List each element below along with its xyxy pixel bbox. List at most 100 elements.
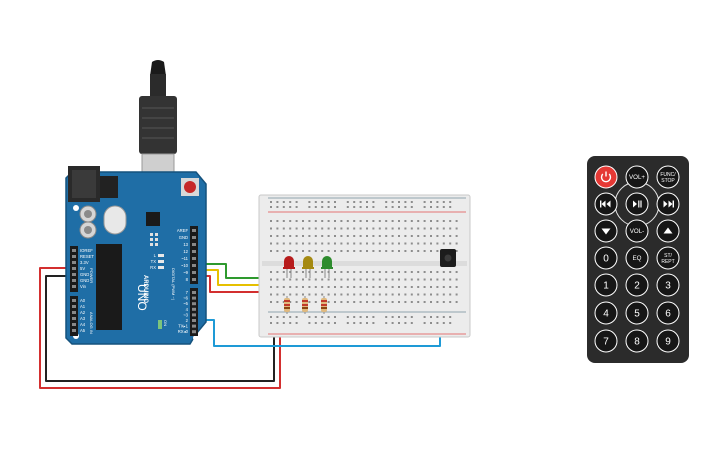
digital-pin[interactable]: [192, 319, 196, 322]
digital-pin-header[interactable]: [190, 226, 198, 336]
pin-label: AREF: [177, 228, 189, 233]
analog-pin[interactable]: [72, 305, 76, 308]
power-pin[interactable]: [72, 279, 76, 282]
remote-button-label: 9: [665, 337, 671, 348]
remote-button-func-stop[interactable]: FUNC/STOP: [656, 165, 680, 189]
digital-pin[interactable]: [192, 243, 196, 246]
green-led[interactable]: [321, 256, 333, 278]
remote-button-one[interactable]: 1: [594, 273, 618, 297]
red-led[interactable]: [283, 256, 295, 278]
digital-pin[interactable]: [192, 264, 196, 267]
pin-label: IOREF: [80, 248, 93, 253]
power-pin[interactable]: [72, 249, 76, 252]
ir-receiver-lens: [444, 254, 452, 262]
remote-button-down[interactable]: [594, 219, 618, 243]
digital-title: DIGITAL (PWM ~): [171, 268, 176, 301]
remote-button-st-rept[interactable]: ST/REPT: [656, 246, 680, 270]
pin-label: ~3: [183, 312, 188, 317]
pin-label: A4: [80, 322, 86, 327]
digital-pin[interactable]: [192, 257, 196, 260]
digital-pin[interactable]: [192, 313, 196, 317]
uno-label: UNO: [135, 284, 149, 311]
digital-pin[interactable]: [192, 307, 196, 311]
remote-button-label: REPT: [661, 259, 674, 265]
remote-button-eight[interactable]: 8: [625, 329, 649, 353]
remote-button-label: 3: [665, 281, 671, 292]
remote-button-four[interactable]: 4: [594, 301, 618, 325]
digital-pin[interactable]: [192, 291, 196, 294]
remote-button-five[interactable]: 5: [625, 301, 649, 325]
digital-pin[interactable]: [192, 250, 196, 253]
breadboard[interactable]: [258, 194, 471, 338]
remote-button-vol-down[interactable]: VOL-: [625, 219, 649, 243]
digital-pin[interactable]: [192, 324, 196, 328]
digital-pin[interactable]: [192, 278, 196, 281]
digital-pin[interactable]: [192, 229, 196, 232]
wires: [39, 263, 457, 389]
remote-button-three[interactable]: 3: [656, 273, 680, 297]
remote-button-play-pause[interactable]: [625, 192, 649, 216]
resistor-3[interactable]: [321, 296, 327, 314]
pin-label: RX: [150, 265, 156, 270]
digital-pin[interactable]: [192, 236, 196, 239]
analog-pin[interactable]: [72, 311, 76, 314]
digital-pin[interactable]: [192, 271, 196, 274]
analog-pin[interactable]: [72, 329, 76, 332]
led-rx: [158, 266, 164, 269]
remote-button-seven[interactable]: 7: [594, 329, 618, 353]
remote-button-eq[interactable]: EQ: [625, 246, 649, 270]
power-pin[interactable]: [72, 261, 76, 264]
pin-label: 5V: [80, 266, 85, 271]
resistor-2[interactable]: [302, 296, 308, 314]
remote-button-up[interactable]: [656, 219, 680, 243]
resistor-1[interactable]: [284, 296, 290, 314]
remote-button-nine[interactable]: 9: [656, 329, 680, 353]
arduino-uno-board[interactable]: ARDUINO UNO DIGITAL (PWM ~) POWER ANALOG…: [65, 166, 207, 345]
arduino-logo-text: ARDUINO: [142, 275, 148, 303]
breadboard-leds[interactable]: [283, 256, 333, 278]
remote-button-vol-up[interactable]: VOL+: [625, 165, 649, 189]
pin-label: A0: [80, 298, 86, 303]
pin-label: ~10: [181, 263, 189, 268]
remote-button-prev[interactable]: [594, 192, 618, 216]
remote-button-power[interactable]: [594, 165, 618, 189]
remote-button-two[interactable]: 2: [625, 273, 649, 297]
digital-pin[interactable]: [192, 296, 196, 300]
previous-track-icon: [600, 200, 611, 208]
wire-gnd-black[interactable]: [45, 275, 275, 382]
remote-button-six[interactable]: 6: [656, 301, 680, 325]
power-pin[interactable]: [72, 285, 76, 288]
power-pin[interactable]: [72, 267, 76, 270]
remote-button-next[interactable]: [656, 192, 680, 216]
remote-button-label: FUNC/: [660, 172, 676, 178]
digital-pin[interactable]: [192, 302, 196, 306]
ir-receiver[interactable]: [440, 249, 456, 267]
power-pin-header[interactable]: [70, 246, 78, 336]
reset-button[interactable]: [184, 181, 196, 193]
pin-label: A3: [80, 316, 86, 321]
power-icon: [600, 171, 612, 183]
power-pin[interactable]: [72, 273, 76, 276]
analog-pin[interactable]: [72, 323, 76, 326]
icsp-header: [150, 233, 158, 246]
pin-label: ~6: [183, 296, 188, 301]
yellow-led[interactable]: [302, 256, 314, 278]
remote-button-label: VOL+: [629, 174, 645, 181]
pin-label: 13: [183, 242, 188, 247]
remote-button-label: 7: [603, 337, 609, 348]
power-pin[interactable]: [72, 255, 76, 258]
usb-cable-tip: [150, 60, 166, 76]
wire-5v-red[interactable]: [39, 267, 281, 389]
remote-button-zero[interactable]: 0: [594, 246, 618, 270]
remote-button-label: 1: [603, 281, 609, 292]
pin-label: A2: [80, 310, 86, 315]
pin-label: 2: [186, 318, 189, 323]
analog-pin[interactable]: [72, 299, 76, 302]
next-track-icon: [663, 200, 674, 208]
digital-pin[interactable]: [192, 330, 196, 334]
on-label: ON: [163, 320, 168, 326]
analog-pin[interactable]: [72, 317, 76, 320]
